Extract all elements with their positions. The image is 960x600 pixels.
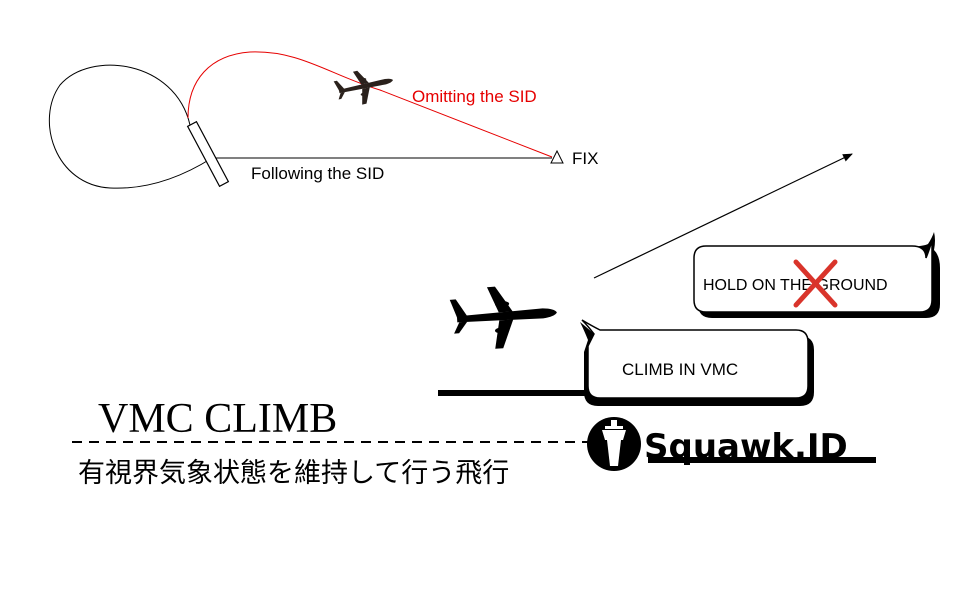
hold-on-ground-bubble: HOLD ON THE GROUND <box>693 232 940 318</box>
logo-underline <box>648 457 876 463</box>
control-tower-icon <box>602 420 626 466</box>
squawk-id-logo: Squawk.ID <box>587 417 876 471</box>
following-sid-loop <box>48 64 552 189</box>
climb-in-vmc-bubble: CLIMB IN VMC <box>580 319 814 406</box>
title: VMC CLIMB <box>98 396 337 442</box>
omitting-sid-path <box>187 51 553 158</box>
subtitle: 有視界気象状態を維持して行う飛行 <box>78 458 509 488</box>
fix-triangle-icon <box>550 149 564 164</box>
airplane-icon <box>449 282 560 352</box>
logo-text: Squawk.ID <box>644 427 848 467</box>
arrow-icon <box>593 153 853 279</box>
omitting-sid-label: Omitting the SID <box>412 87 537 106</box>
hold-on-ground-text: HOLD ON THE GROUND <box>703 277 888 294</box>
fix-label: FIX <box>572 149 598 168</box>
airplane-icon <box>332 63 397 110</box>
vmc-climb-scene: HOLD ON THE GROUND CLIMB IN VMC <box>438 153 940 406</box>
climb-in-vmc-text: CLIMB IN VMC <box>622 360 738 379</box>
runway <box>186 120 230 188</box>
cross-out-icon <box>793 259 838 308</box>
ground-line <box>438 390 588 396</box>
sid-diagram: Omitting the SID Following the SID FIX <box>48 51 598 189</box>
following-sid-label: Following the SID <box>251 164 384 183</box>
